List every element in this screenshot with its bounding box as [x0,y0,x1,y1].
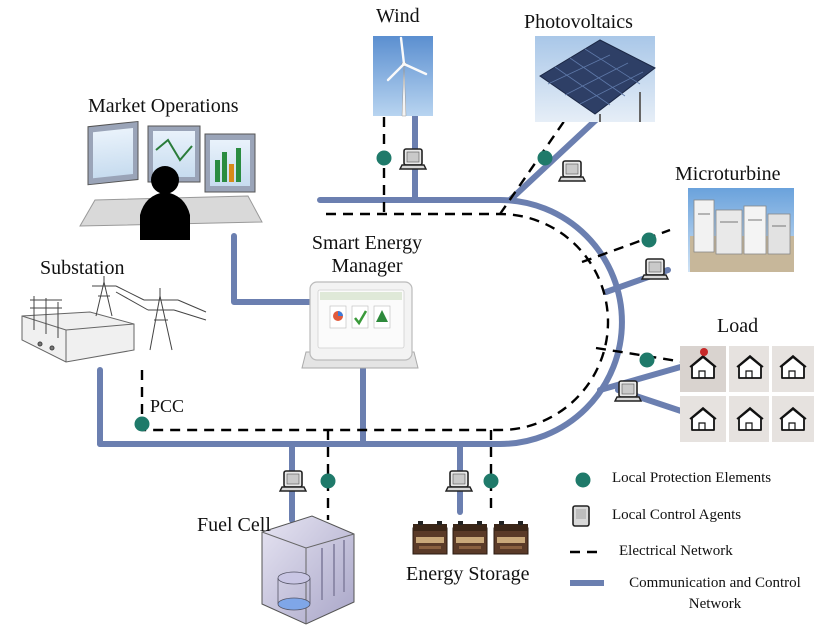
label-sem-line2: Manager [331,255,403,277]
substation-icon [21,276,207,363]
comm-load-link1 [597,363,687,393]
microturbine-icon [688,188,794,272]
computer-agent-icon [445,470,473,492]
computer-agent-icon [558,160,586,182]
energy-storage [412,520,529,555]
legend-control-agent-icon [572,505,590,527]
tablet-icon [301,281,419,369]
protection-node-icon [134,416,150,432]
label-photovoltaics: Photovoltaics [524,11,633,33]
label-pcc: PCC [150,396,185,416]
fuel-cell-icon [261,515,355,625]
solar-panel-icon [535,36,656,122]
legend-protection-label: Local Protection Elements [612,470,772,486]
comm-market-link [231,233,313,305]
protection-node-icon [639,352,655,368]
elec-pv-link [499,119,566,215]
computer-agent-icon [614,380,642,402]
elec-load-link [595,346,685,364]
battery-icon [452,520,488,555]
legend-communication-line1: Communication and Control [629,575,801,591]
local-protection-elements [134,150,657,489]
computer-agent-icon [641,258,669,280]
computer-agent-icon [279,470,307,492]
wind-turbine-icon [373,36,433,117]
label-fuel-cell: Fuel Cell [197,514,271,536]
legend-electrical-label: Electrical Network [619,543,733,559]
legend-communication-label: Communication and Control Network [610,573,820,615]
legend-communication-line2: Network [688,596,742,612]
label-smart-energy-manager: Smart Energy Manager [302,232,432,278]
electrical-network [140,100,685,520]
label-energy-storage: Energy Storage [406,563,530,585]
label-microturbine: Microturbine [675,163,781,185]
comm-pv-link [507,115,601,203]
protection-node-icon [376,150,392,166]
legend-symbols [570,472,604,586]
protection-node-icon [483,473,499,489]
label-market-operations: Market Operations [88,95,239,117]
monitor-operator-icon [79,120,263,240]
protection-node-icon [537,150,553,166]
computer-agent-icon [399,148,427,170]
legend-protection-icon [575,472,591,488]
label-sem-line1: Smart Energy [311,232,423,254]
battery-icon [493,520,529,555]
protection-node-icon [320,473,336,489]
elec-bus-arc [142,212,610,432]
comm-bus-arc [97,197,625,447]
label-wind: Wind [376,5,420,27]
label-load: Load [717,315,759,337]
label-substation: Substation [40,257,125,279]
legend-control-agents-label: Local Control Agents [612,507,742,523]
load-houses [680,346,814,442]
battery-icon [412,520,448,555]
protection-node-icon [641,232,657,248]
